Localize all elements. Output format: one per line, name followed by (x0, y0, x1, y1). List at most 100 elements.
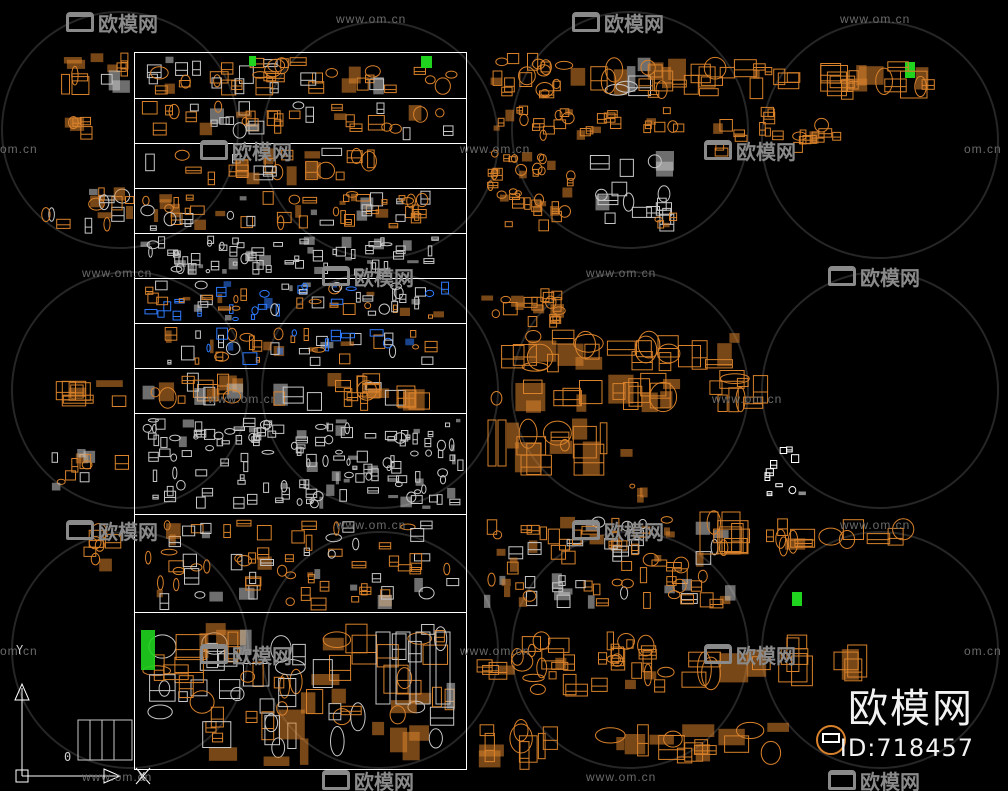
cad-block (77, 449, 86, 458)
cad-block (89, 188, 98, 195)
cad-block (386, 465, 392, 472)
cad-block (142, 385, 155, 400)
cad-block (266, 110, 281, 126)
cad-block (303, 236, 315, 245)
cad-block (447, 487, 456, 499)
cad-block (513, 719, 529, 742)
cad-block (396, 667, 413, 690)
cad-block (265, 265, 272, 273)
cad-block (640, 487, 648, 498)
cad-block (308, 347, 318, 352)
watermark-logo: 欧模网 (66, 8, 158, 37)
cad-block (633, 526, 651, 538)
cad-block (305, 106, 314, 123)
cad-block (583, 580, 593, 592)
cad-block (248, 432, 258, 442)
cad-block (512, 197, 525, 209)
cad-block (637, 495, 644, 503)
cad-block (484, 732, 495, 763)
watermark-site: www.om.cn (336, 518, 407, 532)
cad-block (160, 548, 178, 556)
cad-block (436, 439, 446, 452)
highlight-block (792, 592, 802, 606)
cad-block (333, 521, 340, 536)
cad-block (270, 303, 280, 317)
sofa-icon (200, 644, 228, 664)
cad-block (424, 75, 436, 85)
cad-block (243, 417, 256, 428)
highlight-block (421, 56, 432, 68)
cad-block (435, 108, 445, 118)
cad-block (236, 519, 252, 527)
cad-block (395, 214, 406, 222)
cad-block (194, 357, 200, 365)
cad-block (759, 122, 766, 136)
watermark-ring (261, 531, 499, 769)
cad-block (322, 455, 329, 467)
cad-block (289, 57, 307, 66)
cad-block (421, 356, 434, 365)
cad-block (791, 454, 800, 464)
cad-block (590, 66, 608, 91)
cad-block (654, 679, 666, 693)
cad-block (504, 586, 511, 598)
cad-block (508, 156, 517, 163)
cad-block (654, 216, 663, 223)
cad-block (376, 644, 399, 668)
cad-block (148, 451, 159, 462)
cad-block (280, 480, 288, 493)
watermark-logo: 欧模网 (704, 640, 796, 669)
cad-block (203, 559, 211, 574)
cad-block (496, 548, 506, 556)
cad-block (521, 636, 541, 652)
cad-block (373, 238, 384, 250)
cad-block (216, 286, 227, 297)
cad-block (665, 531, 675, 538)
cad-block (355, 473, 365, 483)
cad-block (540, 61, 551, 73)
cad-block (607, 110, 618, 119)
cad-block (281, 487, 290, 500)
cad-block (637, 634, 655, 657)
cad-block (767, 722, 789, 732)
cad-block (624, 734, 646, 755)
cad-block (562, 187, 573, 198)
cad-block (875, 67, 893, 96)
cad-block (164, 327, 178, 341)
cad-block (108, 70, 120, 91)
cad-block (434, 626, 448, 652)
cad-block (215, 210, 226, 217)
cad-block (378, 542, 392, 550)
cad-block (173, 197, 179, 209)
cad-block (315, 423, 327, 430)
cad-block (779, 447, 788, 454)
cad-block (276, 211, 292, 224)
cad-block (482, 665, 500, 675)
cad-block (150, 387, 161, 398)
cad-block (344, 422, 351, 435)
cad-block (713, 123, 723, 134)
cad-block (490, 391, 503, 406)
cad-block (288, 110, 301, 120)
cad-block (187, 263, 195, 274)
cad-block (331, 688, 346, 704)
cad-block (261, 449, 275, 455)
cad-block (694, 739, 709, 755)
cad-block (330, 726, 345, 757)
cad-block (263, 341, 272, 351)
cad-block (434, 630, 445, 643)
cad-block (529, 683, 546, 696)
panel-block (435, 631, 451, 705)
cad-block (414, 578, 423, 593)
cad-block (410, 330, 417, 338)
cad-block (490, 77, 502, 85)
cad-block (216, 438, 224, 447)
cad-block (526, 400, 541, 413)
cad-block (176, 480, 186, 491)
cad-block (157, 310, 165, 318)
cad-block (523, 296, 538, 308)
cad-block (41, 207, 51, 223)
cad-block (335, 419, 347, 424)
